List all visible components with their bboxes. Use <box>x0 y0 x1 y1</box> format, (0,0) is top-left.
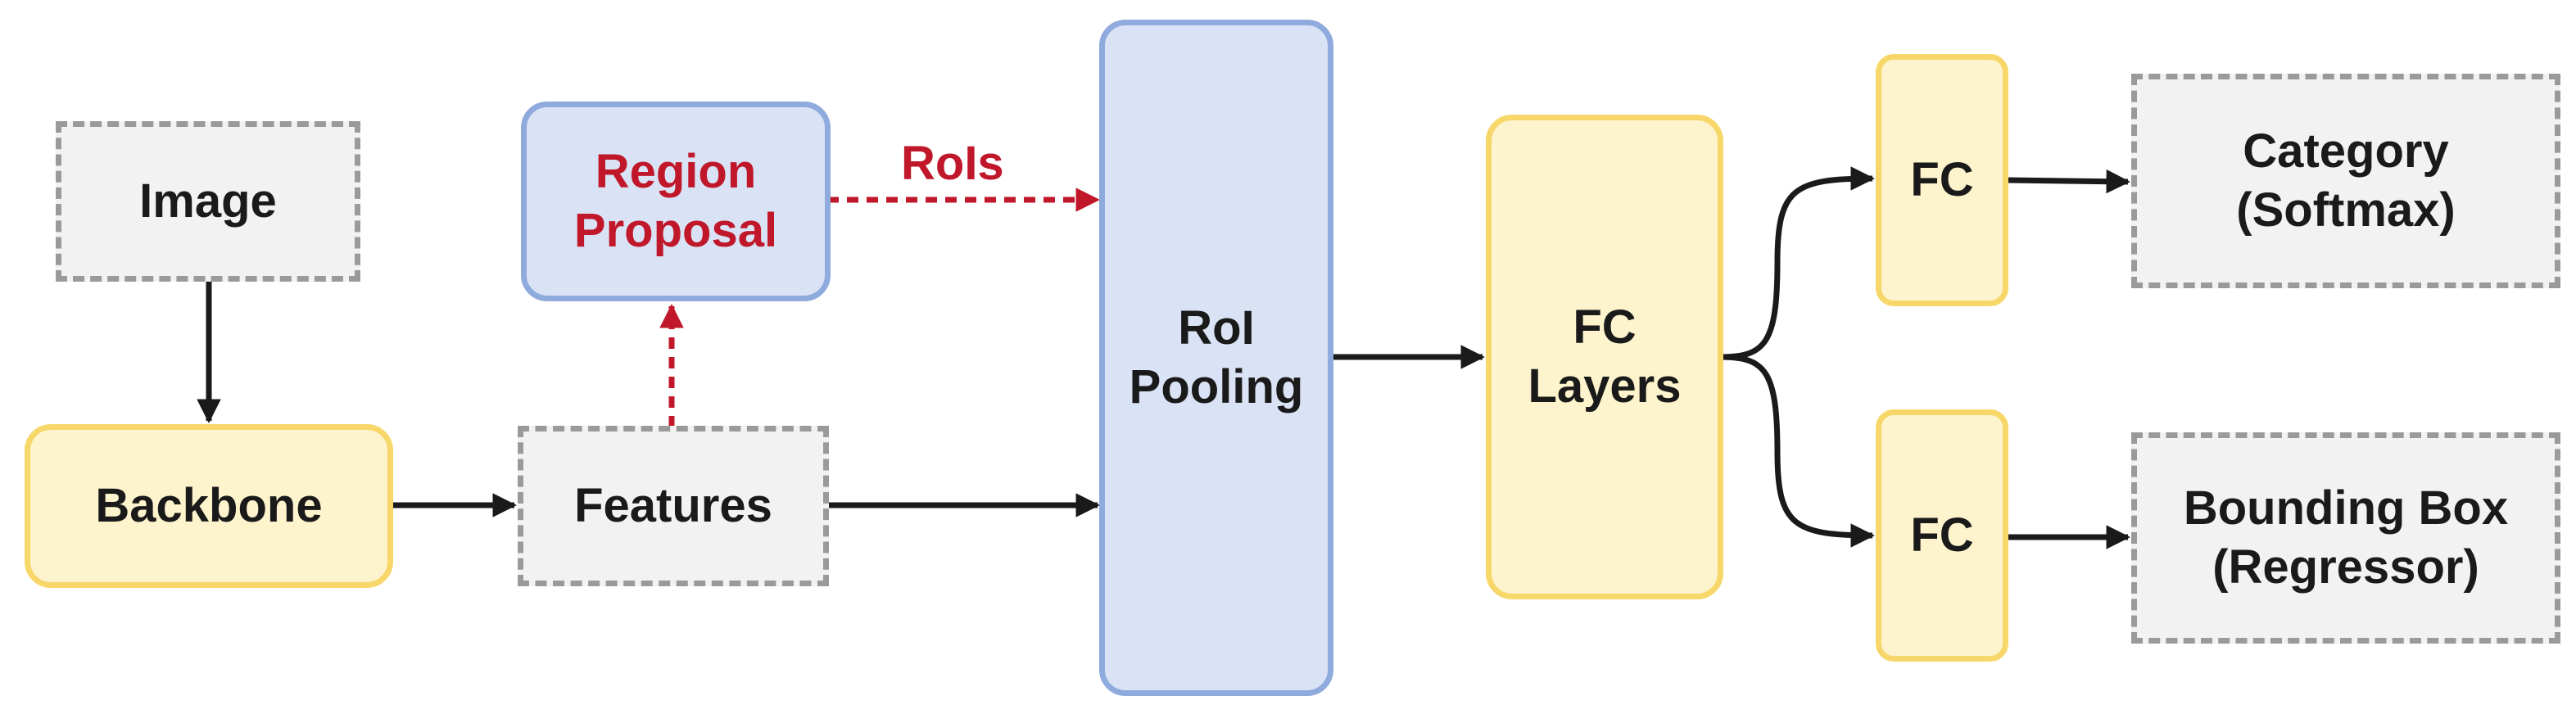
node-fc-layers-line2: Layers <box>1528 359 1682 413</box>
node-image: Image <box>56 121 360 282</box>
node-category: Category (Softmax) <box>2131 74 2560 288</box>
node-image-label: Image <box>139 174 277 228</box>
node-roi-pooling: RoI Pooling <box>1099 20 1333 696</box>
node-bounding-box-line1: Bounding Box <box>2183 481 2509 535</box>
node-fc-top: FC <box>1876 54 2008 306</box>
node-backbone: Backbone <box>25 424 393 588</box>
node-roi-pooling-line2: Pooling <box>1129 360 1304 413</box>
node-region-proposal-line2: Proposal <box>573 204 778 257</box>
node-category-line1: Category <box>2243 124 2449 178</box>
node-fc-top-label: FC <box>1910 152 1974 206</box>
node-fc-layers: FC Layers <box>1486 115 1723 599</box>
node-fc-bottom-label: FC <box>1910 508 1974 562</box>
node-features: Features <box>518 426 829 586</box>
edge-fc-layers-to-fc-bottom <box>1719 354 1875 548</box>
node-bounding-box: Bounding Box (Regressor) <box>2131 432 2560 644</box>
node-category-line2: (Softmax) <box>2236 183 2456 237</box>
edge-label-rois: RoIs <box>901 137 1004 190</box>
node-bounding-box-line2: (Regressor) <box>2212 540 2479 594</box>
node-region-proposal: Region Proposal <box>521 102 831 301</box>
edge-fc-layers-to-fc-top <box>1719 166 1875 360</box>
node-backbone-label: Backbone <box>95 478 323 532</box>
node-region-proposal-line1: Region <box>595 144 757 198</box>
node-features-label: Features <box>574 478 772 532</box>
edge-fc-top-to-category <box>2008 169 2130 194</box>
node-fc-bottom: FC <box>1876 409 2008 662</box>
node-roi-pooling-line1: RoI <box>1178 301 1255 355</box>
node-fc-layers-line1: FC <box>1573 300 1637 354</box>
